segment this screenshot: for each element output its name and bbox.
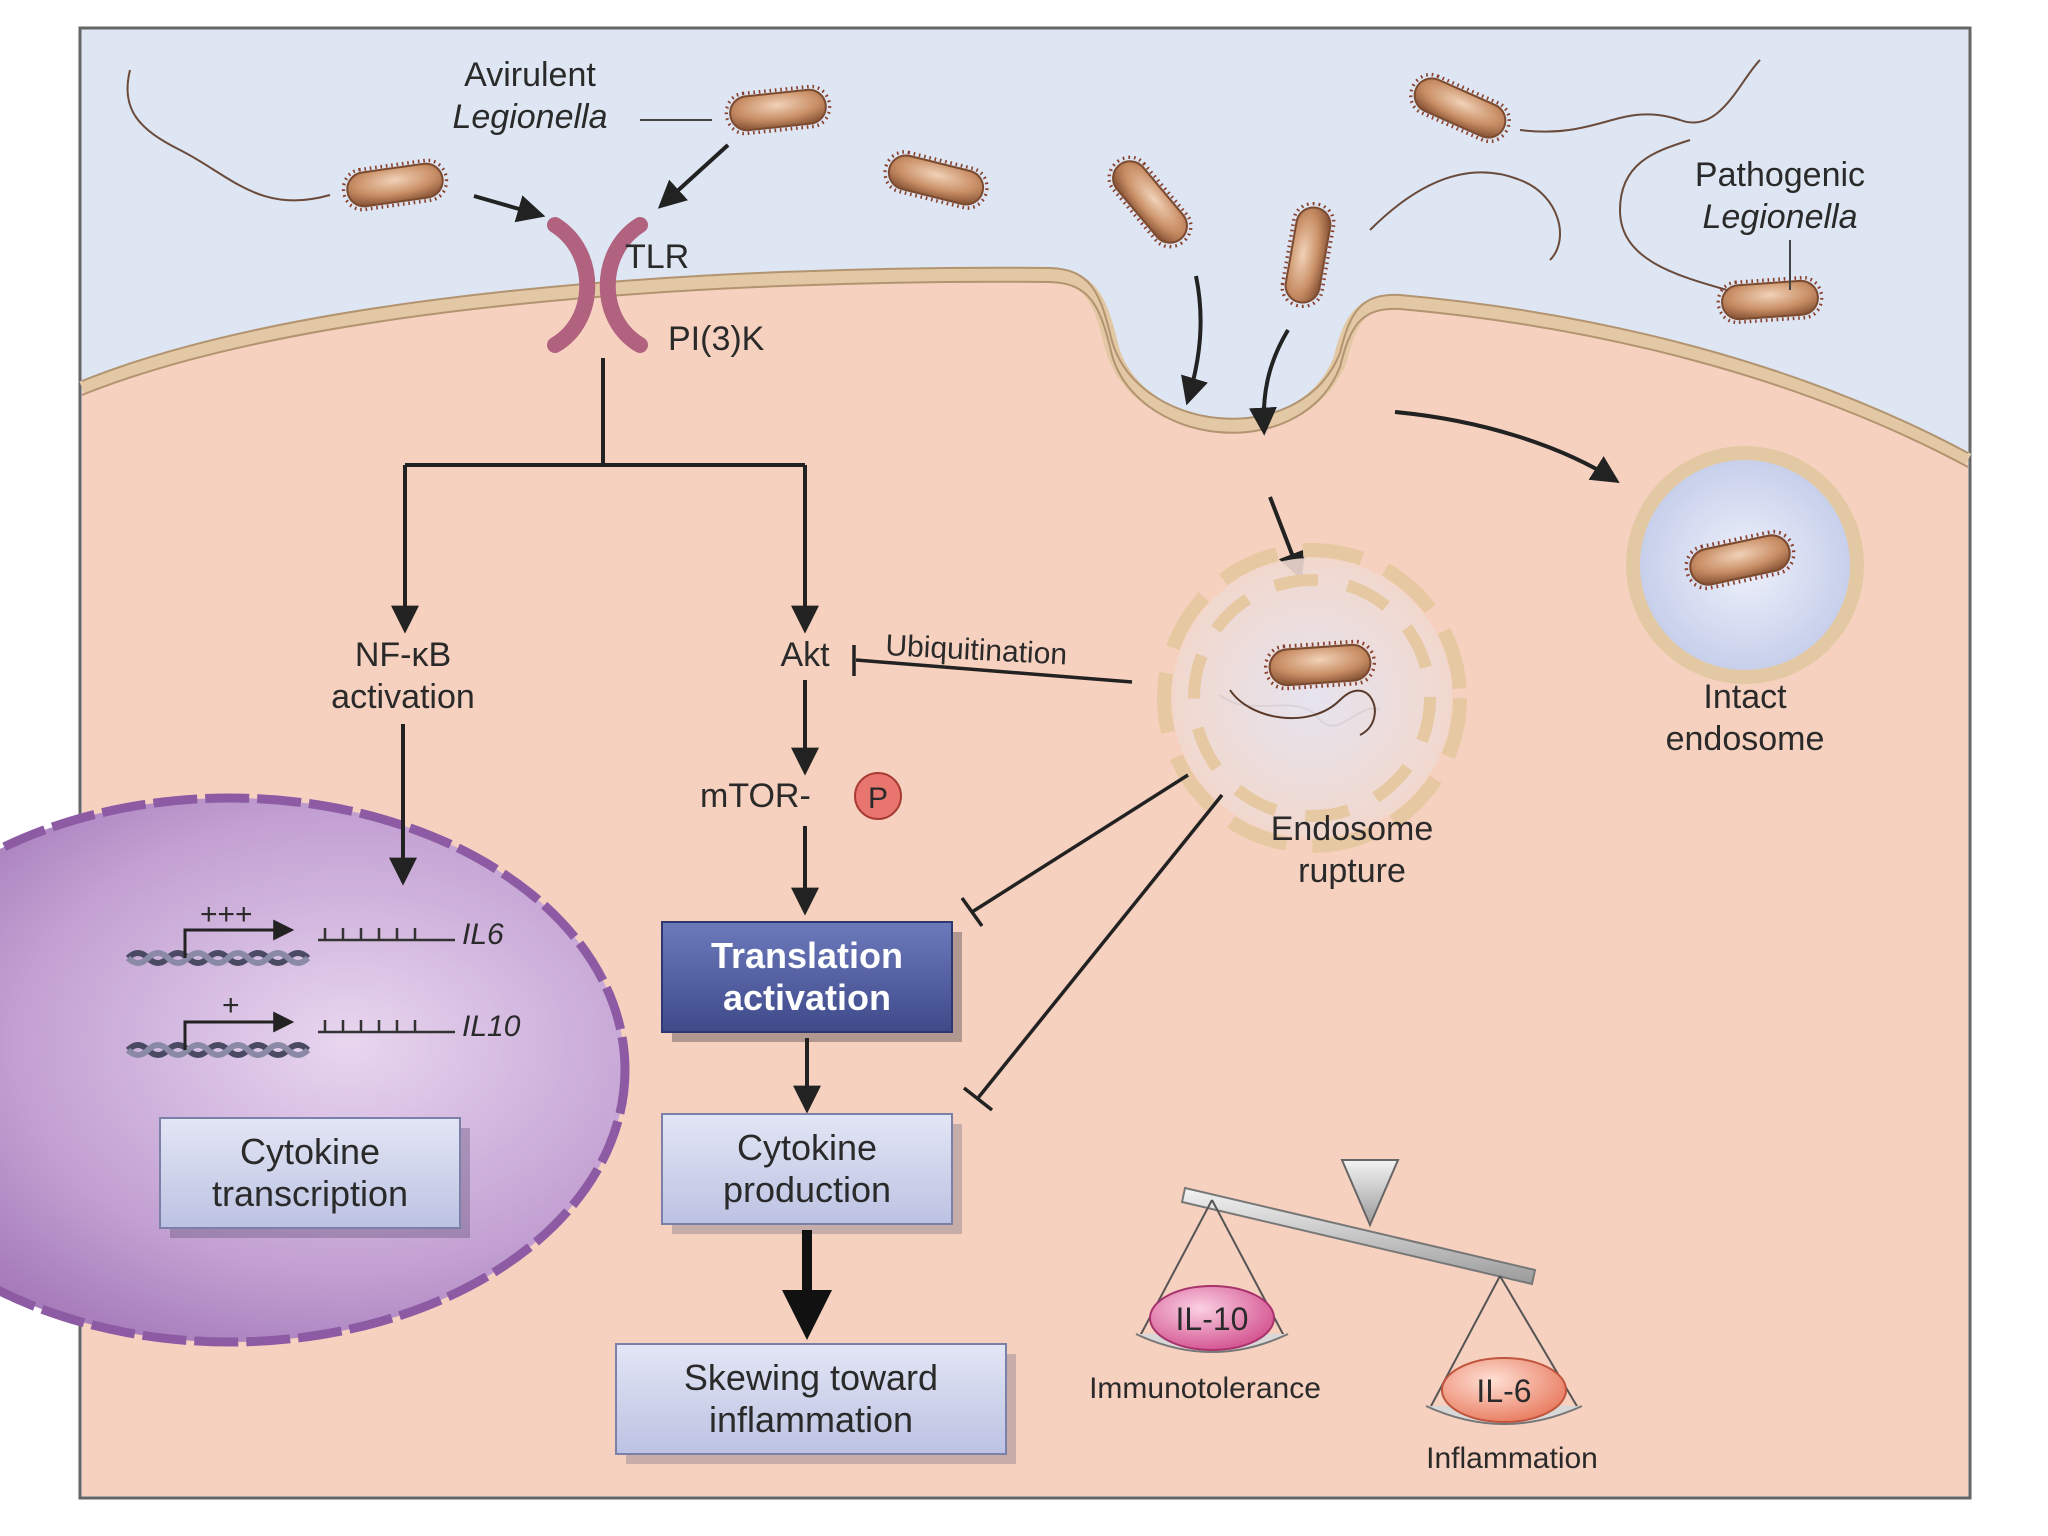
- transcription-label-line2: transcription: [212, 1173, 408, 1214]
- production-label-line1: Cytokine: [737, 1127, 877, 1168]
- skewing-box: Skewing toward inflammation: [615, 1343, 1016, 1464]
- transcription-label-line1: Cytokine: [240, 1131, 380, 1172]
- rupture-label-line2: rupture: [1298, 852, 1406, 890]
- cytokine-production-box: Cytokine production: [661, 1113, 962, 1234]
- intact-label-line1: Intact: [1703, 678, 1787, 716]
- immunotolerance-label: Immunotolerance: [1089, 1372, 1321, 1405]
- tlr-receptor: [547, 217, 648, 353]
- avirulent-label-line1: Avirulent: [464, 56, 596, 94]
- translation-label-line1: Translation: [711, 935, 903, 976]
- nfkb-label-line2: activation: [331, 678, 475, 716]
- ruptured-endosome: [1157, 543, 1467, 853]
- translation-activation-box: Translation activation: [661, 921, 962, 1042]
- translation-label-line2: activation: [723, 977, 891, 1018]
- mtor-label: mTOR-: [700, 777, 811, 815]
- beam: [1180, 1186, 1537, 1286]
- avirulent-label-line2: Legionella: [452, 98, 607, 136]
- il10-gene: + IL10: [128, 989, 521, 1055]
- inflammation-label: Inflammation: [1426, 1442, 1598, 1475]
- bacteria-to-tlr-arrows: [473, 143, 730, 223]
- rupture-inhibition-lines: [960, 773, 1224, 1112]
- skewing-label-line2: inflammation: [709, 1399, 913, 1440]
- plus1-label: +: [222, 989, 240, 1022]
- pi3k-label: PI(3)K: [668, 320, 765, 358]
- akt-label: Akt: [780, 636, 830, 674]
- receptor-branch-lines: [391, 358, 819, 634]
- il10-ball: [1149, 1285, 1275, 1351]
- intact-label-line2: endosome: [1666, 720, 1825, 758]
- phospho-circle: [854, 772, 902, 820]
- il10-ball-label: IL-10: [1176, 1301, 1249, 1337]
- pathogenic-label-line1: Pathogenic: [1695, 156, 1865, 194]
- production-label-line2: production: [723, 1169, 891, 1210]
- il10-gene-label: IL10: [462, 1010, 521, 1043]
- cytokine-transcription-box: Cytokine transcription: [159, 1117, 470, 1238]
- nucleus: [0, 793, 630, 1347]
- phospho-label: P: [868, 782, 888, 815]
- il6-gene-label: IL6: [462, 918, 504, 951]
- balance-scale: IL-10 IL-6: [1135, 1159, 1583, 1425]
- il6-gene: +++ IL6: [128, 898, 504, 963]
- rupture-label-line1: Endosome: [1271, 810, 1434, 848]
- pathogenic-label-line2: Legionella: [1702, 198, 1857, 236]
- tlr-label: TLR: [625, 238, 689, 276]
- skewing-label-line1: Skewing toward: [684, 1357, 938, 1398]
- nfkb-label-line1: NF-κB: [355, 636, 451, 674]
- ubiquitination-inhibition: [852, 645, 1133, 684]
- il6-ball: [1441, 1357, 1567, 1423]
- plus3-label: +++: [200, 898, 253, 931]
- fulcrum: [1340, 1159, 1400, 1228]
- cell-membrane: [79, 267, 1972, 467]
- intact-endosome: [1626, 446, 1864, 684]
- il6-ball-label: IL-6: [1476, 1373, 1531, 1409]
